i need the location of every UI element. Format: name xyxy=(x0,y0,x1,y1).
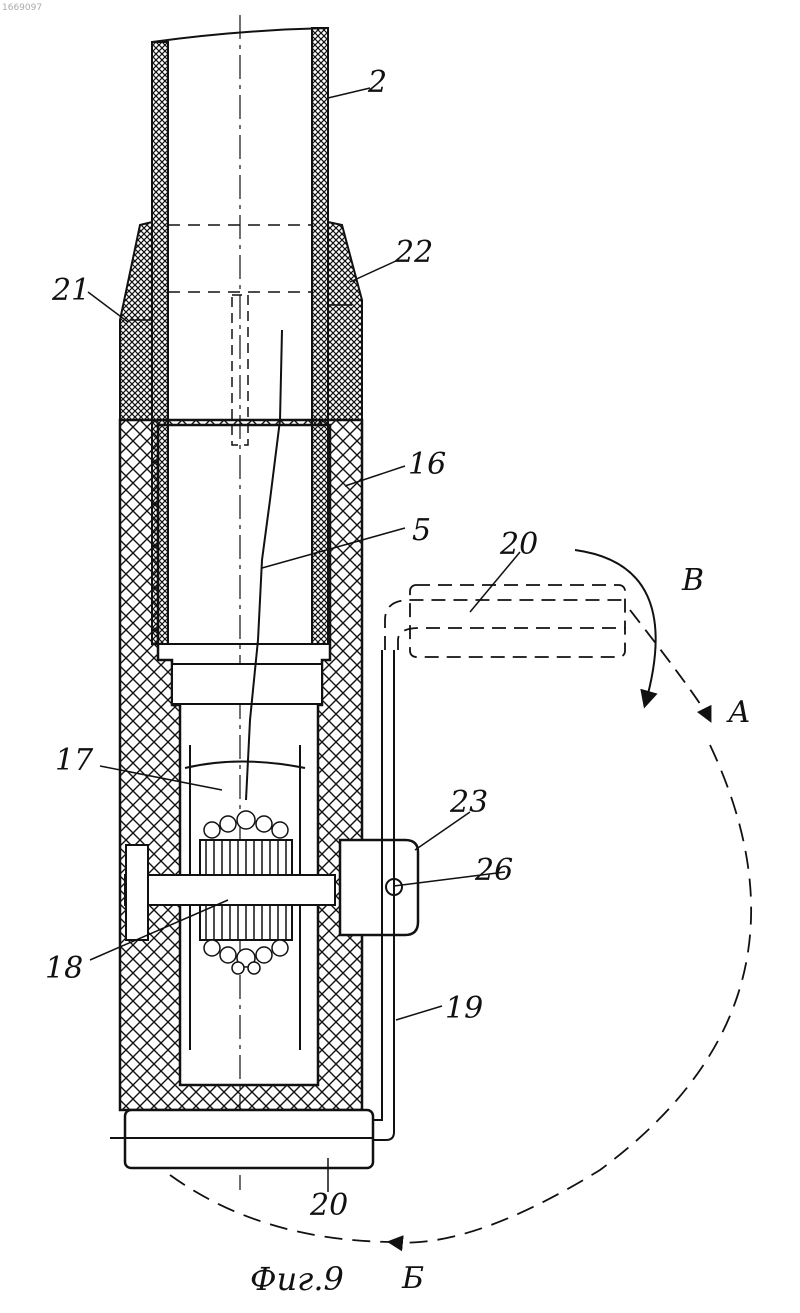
figure-caption: Фиг.9 xyxy=(250,1260,344,1298)
lever-alt-position-20 xyxy=(385,585,625,657)
label-part-23: 23 xyxy=(449,785,488,820)
wire-part-5 xyxy=(246,330,282,800)
label-part-21: 21 xyxy=(51,273,90,308)
label-motion-a: А xyxy=(726,695,751,730)
label-part-16: 16 xyxy=(408,447,446,482)
label-part-18: 18 xyxy=(45,951,83,986)
label-part-22: 22 xyxy=(394,235,433,270)
arc-a-arrow xyxy=(630,610,710,720)
label-motion-b: Б xyxy=(401,1261,424,1296)
label-motion-v: В xyxy=(681,563,704,598)
clamp-part-23 xyxy=(340,840,418,935)
label-part-2: 2 xyxy=(367,65,387,100)
label-part-5: 5 xyxy=(412,513,431,548)
label-part-17: 17 xyxy=(55,743,94,778)
sheet-id: 1669097 xyxy=(2,3,42,13)
arc-lower-dashed xyxy=(170,1175,390,1242)
label-part-19: 19 xyxy=(445,991,483,1026)
label-part-20-bottom: 20 xyxy=(309,1188,348,1223)
label-part-20-top: 20 xyxy=(499,527,538,562)
label-part-26: 26 xyxy=(474,853,513,888)
